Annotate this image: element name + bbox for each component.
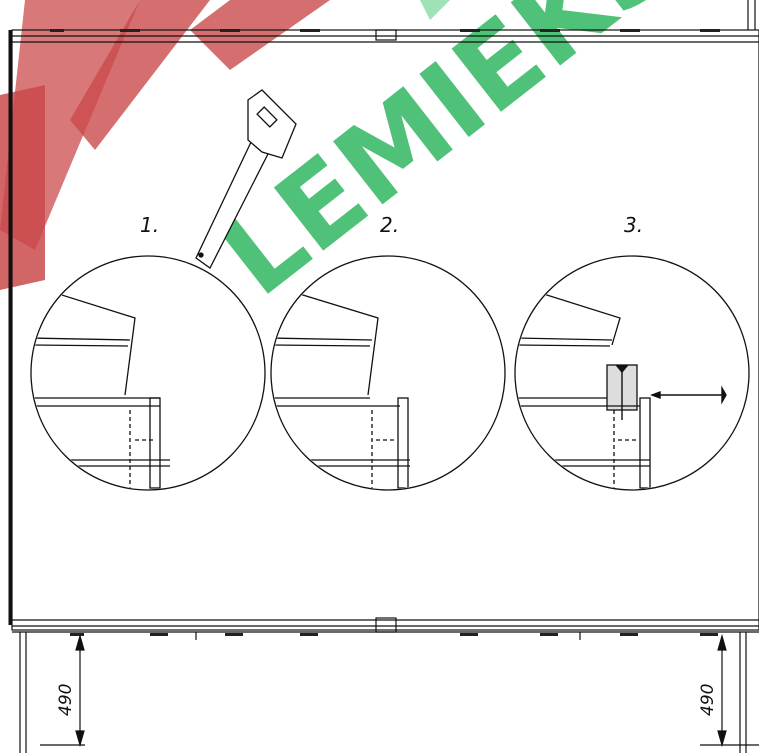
detail-circle-2 bbox=[270, 255, 506, 491]
detail-circle-1 bbox=[30, 255, 266, 491]
detail-circle-3 bbox=[514, 255, 750, 491]
step-1-label: 1. bbox=[140, 213, 160, 237]
step-3-label: 3. bbox=[624, 213, 644, 237]
step-2-label: 2. bbox=[380, 213, 400, 237]
dimension-left bbox=[40, 633, 85, 748]
dimension-right bbox=[700, 633, 759, 748]
frame bbox=[8, 0, 759, 753]
dimension-label-right: 490 bbox=[698, 683, 718, 716]
dimension-label-left: 490 bbox=[56, 683, 76, 716]
screw-icon bbox=[615, 365, 727, 420]
frame-hardware bbox=[50, 29, 720, 636]
saw-icon bbox=[195, 89, 297, 269]
